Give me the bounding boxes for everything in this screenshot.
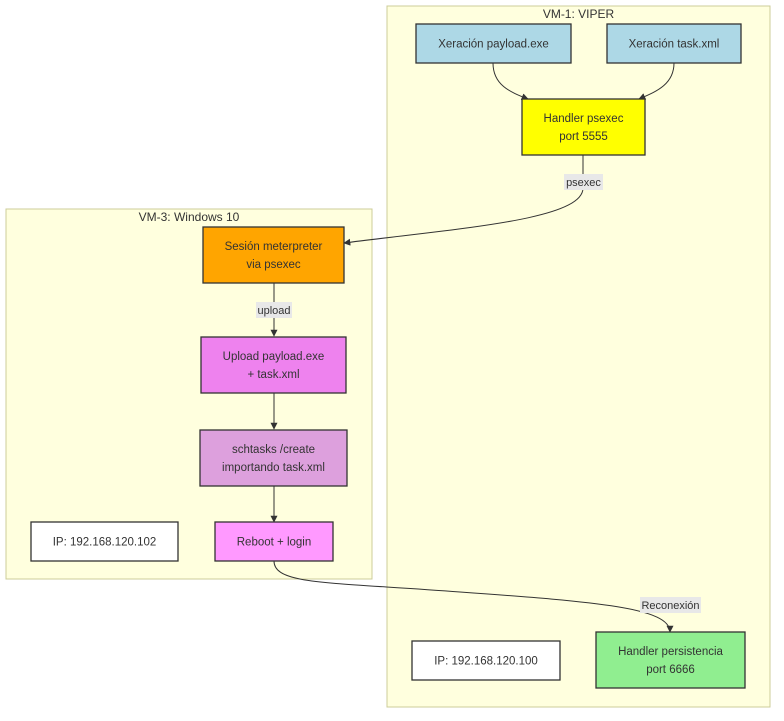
edge-label-reconnect-text: Reconexión	[641, 600, 699, 612]
node-gen-task: Xeración task.xml	[606, 23, 742, 64]
node-reboot: Reboot + login	[214, 521, 334, 562]
edges	[270, 62, 675, 633]
node-meterpreter-line2: via psexec	[246, 259, 301, 271]
node-schtasks-line2: importando task.xml	[222, 462, 325, 474]
edge-task-to-handler	[638, 62, 675, 100]
node-upload: Upload payload.exe + task.xml	[200, 336, 347, 394]
edge-payload-to-handler	[492, 62, 529, 100]
node-schtasks: schtasks /create importando task.xml	[199, 429, 348, 487]
node-handler-psexec-line2: port 5555	[559, 131, 608, 143]
node-handler-psexec: Handler psexec port 5555	[521, 98, 646, 156]
edge-label-upload-text: upload	[257, 305, 290, 317]
node-handler-persist-line1: Handler persistencia	[618, 646, 723, 658]
node-upload-line2: + task.xml	[247, 369, 299, 381]
node-gen-payload: Xeración payload.exe	[415, 23, 572, 64]
cluster-win10-label: VM-3: Windows 10	[139, 210, 240, 224]
node-ip-win: IP: 192.168.120.102	[30, 521, 179, 562]
node-meterpreter: Sesión meterpreter via psexec	[202, 226, 345, 284]
node-handler-psexec-line1: Handler psexec	[544, 113, 624, 125]
cluster-viper-label: VM-1: VIPER	[543, 7, 615, 21]
node-upload-line1: Upload payload.exe	[223, 351, 325, 363]
node-handler-persist: Handler persistencia port 6666	[595, 631, 746, 689]
edge-label-reconnect: Reconexión	[640, 597, 701, 613]
node-gen-task-text: Xeración task.xml	[629, 39, 720, 51]
node-ip-win-text: IP: 192.168.120.102	[53, 537, 157, 549]
node-ip-viper-text: IP: 192.168.120.100	[434, 656, 538, 668]
node-gen-payload-text: Xeración payload.exe	[438, 39, 549, 51]
edge-label-psexec: psexec	[564, 174, 603, 190]
edge-label-upload: upload	[256, 302, 292, 318]
edge-label-psexec-text: psexec	[566, 177, 601, 189]
node-reboot-text: Reboot + login	[237, 537, 312, 549]
node-meterpreter-line1: Sesión meterpreter	[225, 241, 323, 253]
node-handler-persist-line2: port 6666	[646, 664, 695, 676]
edge-psexec	[343, 155, 584, 246]
node-ip-viper: IP: 192.168.120.100	[411, 640, 561, 681]
node-schtasks-line1: schtasks /create	[232, 444, 315, 456]
edge-reconnect	[273, 560, 674, 633]
